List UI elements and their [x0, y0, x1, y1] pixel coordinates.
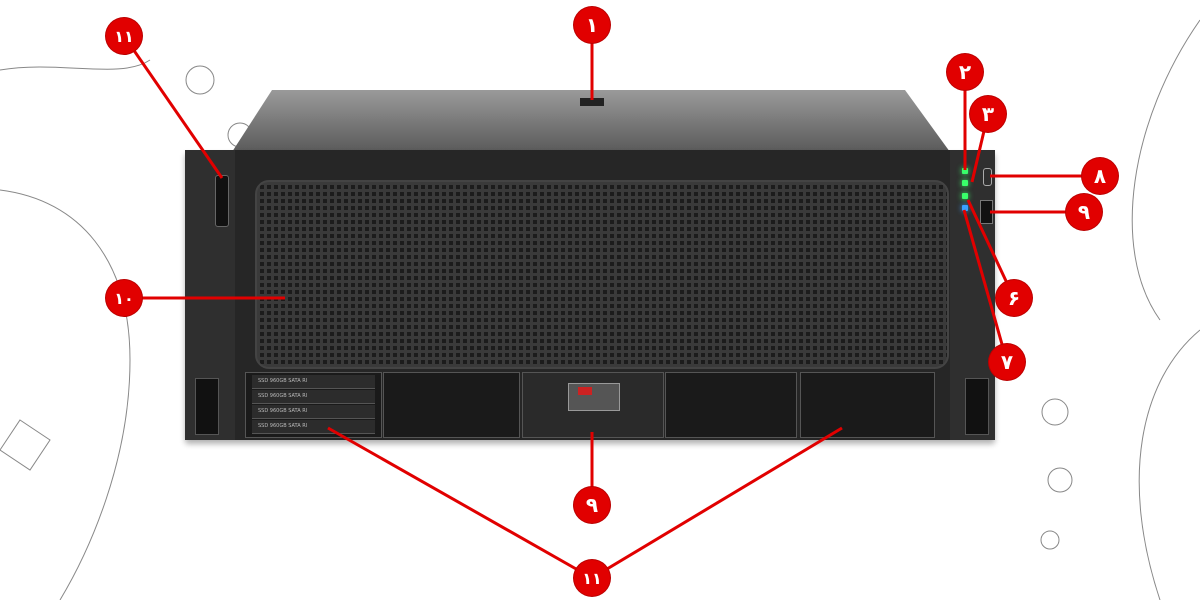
callout-marker: ۹	[1066, 194, 1102, 230]
callout-marker: ۹	[574, 487, 610, 523]
callout-marker: ۲	[947, 54, 983, 90]
drive-bay[interactable]	[383, 372, 520, 438]
center-module[interactable]	[522, 372, 664, 438]
uid-led-blue	[962, 205, 968, 211]
drive-label: SSD 960GB SATA RI	[252, 390, 375, 404]
center-module-latch[interactable]	[568, 383, 620, 411]
right-module	[965, 378, 989, 435]
status-led-green	[962, 180, 968, 186]
callout-marker: ۱۱	[106, 18, 142, 54]
center-module-indicator	[578, 387, 592, 395]
left-module	[195, 378, 219, 435]
callout-marker: ۳	[970, 96, 1006, 132]
front-grille	[255, 180, 949, 369]
callout-marker: ۷	[989, 344, 1025, 380]
drive-label: SSD 960GB SATA RI	[252, 405, 375, 419]
callout-marker: ۱	[574, 7, 610, 43]
callout-marker: ۶	[996, 280, 1032, 316]
callout-marker: ۱۰	[106, 280, 142, 316]
drive-label: SSD 960GB SATA RI	[252, 420, 375, 434]
status-led-green	[962, 193, 968, 199]
drive-bay[interactable]: SSD 960GB SATA RI SSD 960GB SATA RI SSD …	[245, 372, 382, 438]
drive-bay[interactable]	[665, 372, 797, 438]
drive-bay[interactable]	[800, 372, 935, 438]
status-led-green	[962, 168, 968, 174]
callout-marker: ۱۱	[574, 560, 610, 596]
callout-marker: ۸	[1082, 158, 1118, 194]
drive-label: SSD 960GB SATA RI	[252, 375, 375, 389]
